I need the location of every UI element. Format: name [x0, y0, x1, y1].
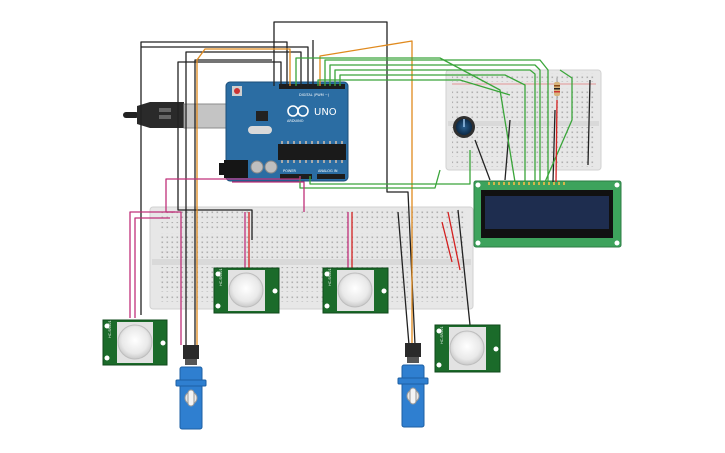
main-breadboard: [149, 206, 474, 310]
analog-header-label: ANALOG IN: [318, 169, 338, 173]
pir-3-label: HC-SR501: [328, 268, 332, 286]
wires: [129, 21, 591, 346]
lcd-display: [473, 180, 622, 248]
pir-4-label: HC-SR501: [440, 326, 444, 344]
arduino-uno-label: UNO: [314, 107, 337, 118]
servo-motor-1: [175, 345, 207, 430]
pir-sensor-2: HC-SR501: [213, 267, 280, 314]
pir-2-label: HC-SR501: [219, 268, 223, 286]
power-header-label: POWER: [283, 169, 297, 173]
servo-motor-2: [397, 343, 429, 428]
pir-1-label: HC-SR501: [108, 320, 112, 338]
digital-header-label: DIGITAL (PWM ~): [299, 93, 330, 97]
pir-sensor-1: HC-SR501: [102, 319, 168, 366]
potentiometer: [453, 116, 475, 138]
pir-sensor-4: HC-SR501: [434, 324, 501, 373]
arduino-logo-icon: [287, 105, 309, 117]
resistor: [554, 78, 560, 100]
pir-sensor-3: HC-SR501: [322, 267, 389, 314]
arduino-brand-label: ARDUINO: [287, 119, 304, 123]
arduino-uno-board: UNO ARDUINO DIGITAL (PWM ~) POWER ANALOG…: [123, 81, 349, 182]
lcd-screen: [485, 196, 609, 229]
